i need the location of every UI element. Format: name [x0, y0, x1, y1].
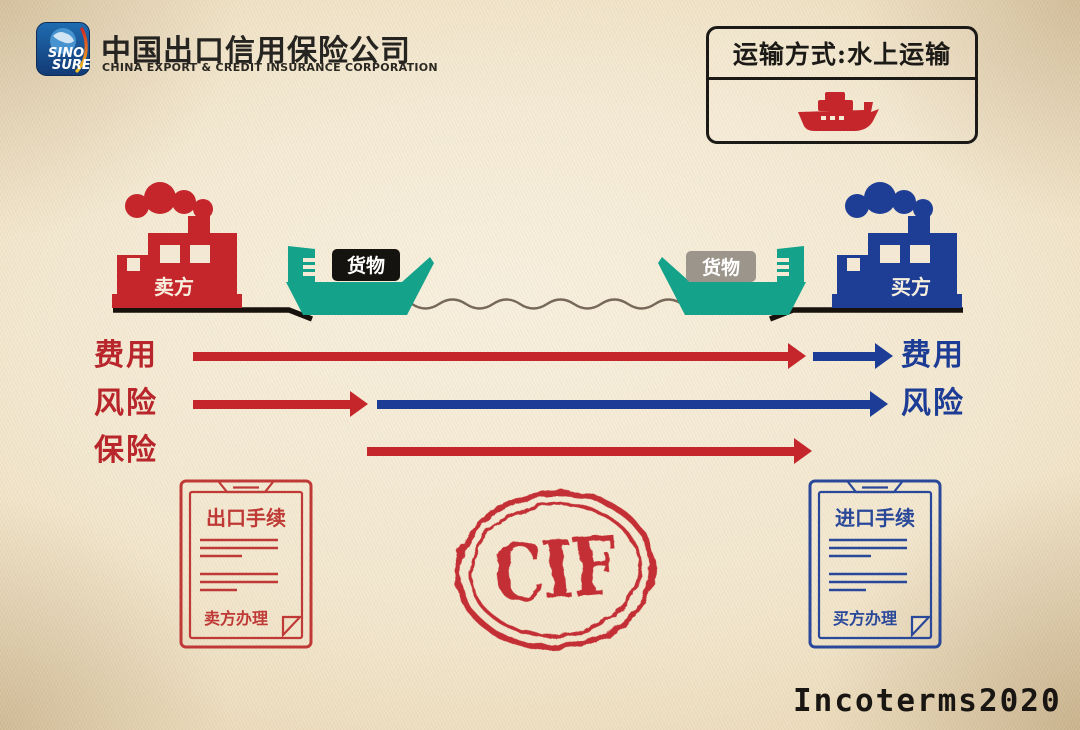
cargo-tag-right: [686, 251, 756, 282]
sinosure-logo-icon: SINO SURE: [36, 22, 90, 76]
arrival-ship-icon: [658, 246, 806, 315]
document-text-lines: [829, 538, 907, 592]
export-document-icon: 出口手续 卖方办理: [179, 479, 313, 649]
cargo-label-left: 货物: [347, 254, 385, 277]
risk-seller-arrow: [193, 391, 368, 417]
buyer-factory-icon: [832, 182, 962, 308]
export-doc-handler: 卖方办理: [204, 609, 268, 628]
import-doc-title: 进口手续: [835, 506, 915, 530]
cost-seller-arrow: [193, 343, 806, 369]
logo-text-line1: SINO: [48, 46, 84, 61]
incoterms-footer: Incoterms2020: [793, 683, 1062, 719]
sea-wave-line: [411, 298, 683, 310]
risk-buyer-arrow: [377, 391, 888, 417]
cost-label-right: 费用: [901, 338, 965, 373]
cargo-tag-left: [332, 249, 400, 281]
departure-ship-icon: [286, 246, 434, 315]
page-fold-corner: [281, 615, 303, 638]
import-document-icon: 进口手续 买方办理: [808, 479, 942, 649]
seller-label: 卖方: [154, 275, 194, 299]
insurance-seller-arrow: [367, 438, 812, 464]
transport-mode-box: 运输方式:水上运输: [706, 26, 978, 144]
document-text-lines: [200, 538, 278, 592]
ground-line-left: [113, 307, 314, 322]
cost-label-left: 费用: [94, 338, 158, 373]
stamp-text: CIF: [489, 518, 621, 622]
buyer-label: 买方: [891, 275, 931, 299]
cif-stamp: CIF: [455, 489, 655, 651]
risk-label-left: 风险: [94, 386, 158, 421]
transport-icon-cell: [709, 80, 975, 141]
company-name-en: CHINA EXPORT & CREDIT INSURANCE CORPORAT…: [102, 61, 438, 74]
cargo-label-right: 货物: [702, 256, 740, 279]
page-fold-corner: [910, 615, 932, 638]
ship-icon: [798, 91, 879, 131]
insurance-label-left: 保险: [94, 433, 158, 468]
cost-buyer-arrow: [813, 343, 893, 369]
company-name-cn: 中国出口信用保险公司: [101, 34, 411, 69]
transport-mode-title: 运输方式:水上运输: [709, 29, 975, 80]
risk-label-right: 风险: [901, 386, 965, 421]
logo-text-line2: SURE: [52, 58, 90, 73]
ground-line-right: [768, 307, 963, 322]
seller-factory-icon: [112, 182, 242, 308]
export-doc-title: 出口手续: [206, 506, 286, 530]
import-doc-handler: 买方办理: [833, 609, 897, 628]
